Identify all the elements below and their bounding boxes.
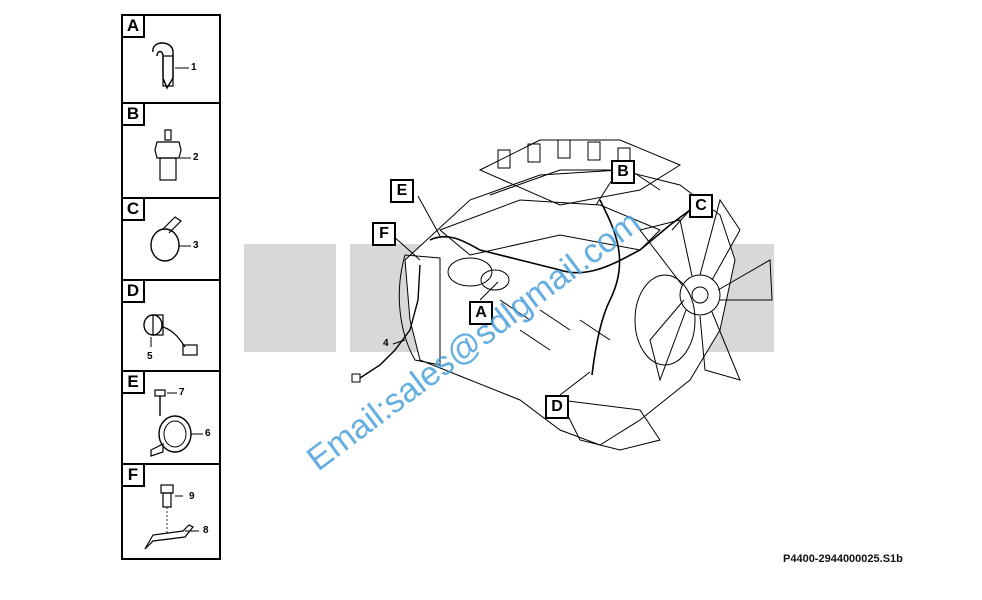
document-code: P4400-2944000025.S1b <box>783 553 903 565</box>
panel-d: D 5 <box>121 279 221 370</box>
panel-letter-f: F <box>123 465 145 487</box>
engine-tag-f: F <box>372 222 396 246</box>
panel-letter-b: B <box>123 104 145 126</box>
panel-letter-a: A <box>123 16 145 38</box>
panel-c: C 3 <box>121 197 221 279</box>
callout-3: 3 <box>193 240 199 251</box>
callout-1: 1 <box>191 62 197 73</box>
panel-b: B 2 <box>121 102 221 197</box>
callout-2: 2 <box>193 152 199 163</box>
engine-tag-e: E <box>390 179 414 203</box>
panel-letter-e: E <box>123 372 145 394</box>
temperature-sensor-drawing <box>154 129 191 181</box>
panel-letter-c: C <box>123 199 145 221</box>
panel-e: E 7 6 <box>121 370 221 463</box>
clip-drawing <box>152 42 189 90</box>
detail-panels: A 1 B 2 C 3 D <box>121 14 221 560</box>
callout-9: 9 <box>189 491 195 502</box>
panel-a: A 1 <box>121 14 221 102</box>
engine-tag-a: A <box>469 301 493 325</box>
callout-4: 4 <box>383 338 389 349</box>
engine-tag-d: D <box>545 395 569 419</box>
callout-7: 7 <box>179 387 185 398</box>
callout-6: 6 <box>205 428 211 439</box>
engine-tag-c: C <box>689 194 713 218</box>
panel-letter-d: D <box>123 281 145 303</box>
engine-tag-b: B <box>611 160 635 184</box>
callout-8: 8 <box>203 525 209 536</box>
p-clip-bolt-drawing <box>150 389 203 457</box>
callout-5: 5 <box>147 351 153 362</box>
cable-tie-drawing <box>150 216 191 262</box>
panel-f: F 9 8 <box>121 463 221 560</box>
speed-sensor-drawing <box>143 314 198 356</box>
bracket-bolt-drawing <box>144 484 199 550</box>
